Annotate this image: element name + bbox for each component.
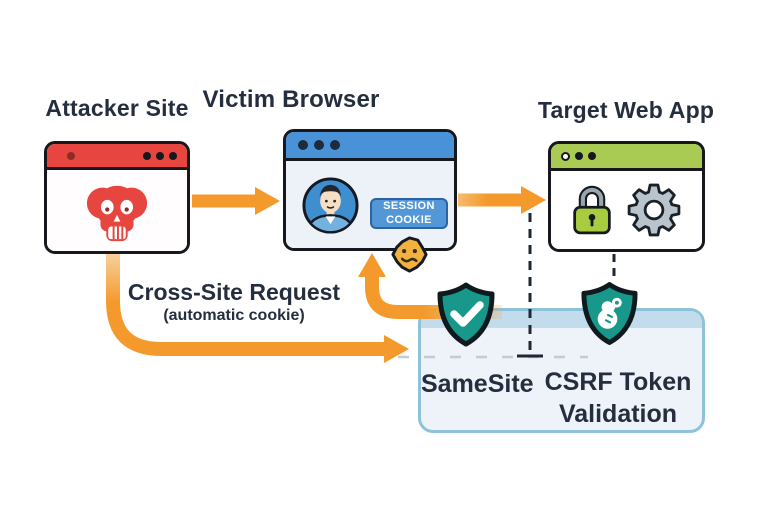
samesite-label: SameSite xyxy=(421,370,534,398)
target-title: Target Web App xyxy=(537,97,715,123)
flow-label-sub: (automatic cookie) xyxy=(163,307,305,324)
csrf-token-validation-label: CSRF Token Validation xyxy=(531,366,705,430)
window-dot xyxy=(575,152,583,160)
gear-icon xyxy=(627,183,681,237)
window-dot xyxy=(588,152,596,160)
window-dot xyxy=(561,151,570,161)
window-dot xyxy=(330,140,340,150)
arrow-cross-site-request xyxy=(106,251,409,363)
target-window xyxy=(548,141,705,252)
victim-titlebar xyxy=(286,132,454,161)
window-dot xyxy=(143,151,151,160)
dashed-line-samesite xyxy=(517,213,543,358)
badge-line-2: COOKIE xyxy=(386,213,432,226)
lock-icon xyxy=(573,185,611,235)
target-titlebar xyxy=(551,144,702,171)
victim-window: SESSION COOKIE xyxy=(283,129,457,273)
attacker-window-body xyxy=(47,170,187,251)
victim-window-body: SESSION COOKIE xyxy=(286,161,454,273)
victim-title: Victim Browser xyxy=(202,86,380,113)
window-dot xyxy=(156,151,164,160)
window-dot xyxy=(314,140,324,150)
csrf-label-line-1: CSRF Token xyxy=(544,368,692,396)
window-dot xyxy=(298,140,308,150)
shield-key-icon xyxy=(581,282,638,345)
arrow-attacker-to-victim xyxy=(192,187,280,215)
attacker-titlebar xyxy=(47,144,187,170)
arrow-victim-to-target xyxy=(458,186,546,214)
window-dot xyxy=(67,151,75,160)
cross-site-request-label: Cross-Site Request (automatic cookie) xyxy=(123,279,345,325)
cookie-icon xyxy=(391,236,428,273)
shield-check-icon xyxy=(437,282,495,347)
target-window-body xyxy=(551,171,702,249)
arrow-blocked-return xyxy=(358,253,502,319)
user-avatar-icon xyxy=(302,177,359,234)
window-dot xyxy=(169,151,177,160)
session-cookie-badge: SESSION COOKIE xyxy=(370,198,448,229)
csrf-label-line-2: Validation xyxy=(558,400,678,428)
skull-icon xyxy=(86,185,148,241)
flow-label-main: Cross-Site Request xyxy=(127,279,341,305)
badge-line-1: SESSION xyxy=(383,200,435,213)
attacker-window xyxy=(44,141,190,254)
attacker-title: Attacker Site xyxy=(45,95,189,121)
